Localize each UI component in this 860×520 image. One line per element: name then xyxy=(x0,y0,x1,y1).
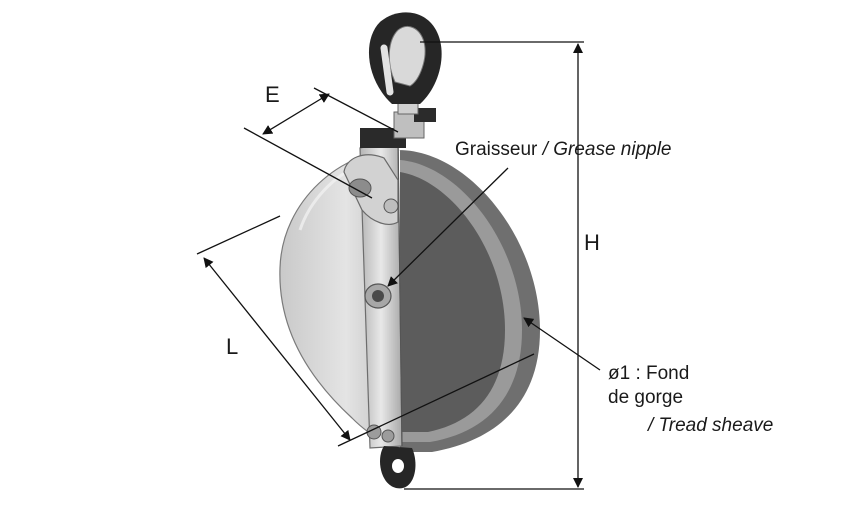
dim-e-arrow xyxy=(262,93,330,135)
dim-e-extension-1 xyxy=(243,127,373,199)
sheave-label-en: / Tread sheave xyxy=(648,415,774,436)
sheave-label-line-2: de gorge xyxy=(608,387,684,408)
dim-e-label: E xyxy=(265,82,280,107)
sheave-label-line-1: ø1 : Fond xyxy=(608,363,690,384)
pulley-illustration xyxy=(279,12,540,489)
grease-label-fr: Graisseur xyxy=(455,139,538,160)
dim-l-label: L xyxy=(226,334,239,359)
dim-l-arrow xyxy=(203,257,351,441)
dim-l-extension-2 xyxy=(337,353,535,447)
sheave-leader xyxy=(523,317,601,371)
grease-nipple-label: Graisseur / Grease nipple xyxy=(455,140,672,159)
dim-l-extension-1 xyxy=(196,215,281,255)
dimension-lines xyxy=(196,41,601,490)
grease-leader xyxy=(387,167,509,287)
grease-label-en: / Grease nipple xyxy=(542,139,672,160)
dim-h-label: H xyxy=(584,230,600,255)
